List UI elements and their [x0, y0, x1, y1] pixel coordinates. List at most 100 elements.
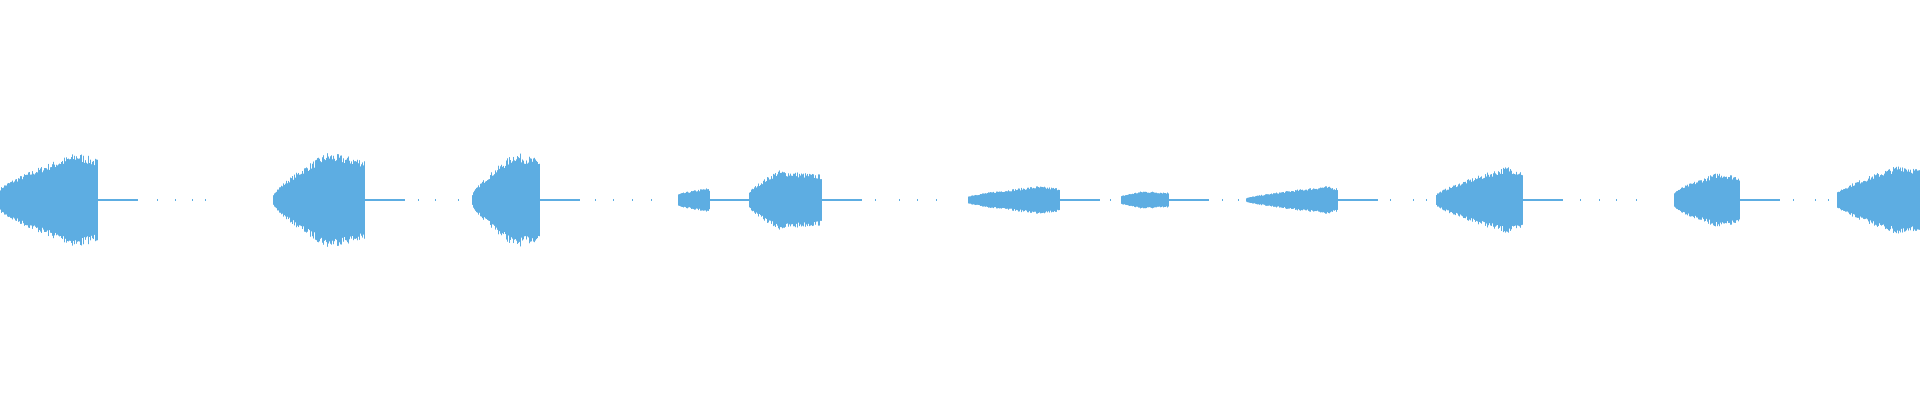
waveform-sample	[681, 193, 682, 207]
waveform-sample	[1675, 192, 1676, 208]
waveform-sample	[1677, 190, 1678, 210]
waveform-sample	[1486, 176, 1487, 224]
waveform-sample	[1731, 175, 1732, 225]
waveform-sample	[1290, 191, 1291, 209]
waveform-sample	[976, 195, 977, 205]
waveform-sample	[1857, 182, 1858, 218]
waveform-sample	[1884, 173, 1885, 227]
waveform-sample	[23, 176, 24, 224]
waveform-sample	[56, 164, 57, 236]
waveform-sample	[488, 179, 489, 221]
waveform-sample	[1449, 186, 1450, 214]
waveform-sample	[1313, 188, 1314, 212]
waveform-sample	[87, 163, 88, 237]
waveform-sample	[815, 175, 816, 225]
waveform-sample	[1161, 192, 1162, 208]
waveform-sample	[1491, 174, 1492, 226]
waveform-sample	[1293, 191, 1294, 209]
waveform-sample	[1131, 194, 1132, 206]
waveform-sample	[777, 174, 778, 226]
waveform-sample	[1263, 195, 1264, 205]
waveform-sample	[1720, 177, 1721, 223]
waveform-sample	[477, 187, 478, 213]
waveform-sample	[1318, 188, 1319, 212]
waveform-noise	[613, 199, 614, 201]
waveform-sample	[1504, 168, 1505, 232]
waveform-sample	[792, 175, 793, 225]
waveform-sample	[498, 165, 499, 235]
waveform-sample	[1845, 188, 1846, 212]
waveform-sample	[1137, 193, 1138, 207]
waveform-sample	[28, 172, 29, 228]
waveform-sample	[1255, 196, 1256, 204]
waveform-sample	[703, 189, 704, 211]
waveform-sample	[19, 178, 20, 222]
waveform-sample	[1492, 176, 1493, 224]
waveform-sample	[1314, 188, 1315, 212]
waveform-sample	[1517, 174, 1518, 226]
waveform-sample	[1890, 170, 1891, 230]
waveform-sample	[58, 164, 59, 236]
waveform-sample	[774, 174, 775, 226]
waveform-noise	[1815, 199, 1816, 201]
waveform-sample	[1256, 195, 1257, 205]
waveform-sample	[342, 162, 343, 238]
waveform-sample	[74, 155, 75, 245]
waveform-sample	[30, 174, 31, 226]
waveform-sample	[793, 173, 794, 227]
waveform-sample	[1867, 180, 1868, 220]
waveform-noise	[1599, 199, 1600, 201]
waveform-sample	[353, 159, 354, 241]
waveform-sample	[1893, 167, 1894, 233]
waveform-sample	[1334, 189, 1335, 211]
waveform-sample	[1473, 181, 1474, 219]
waveform-sample	[756, 187, 757, 213]
waveform-sample	[1864, 180, 1865, 220]
waveform-sample	[529, 156, 530, 244]
waveform-sample	[759, 186, 760, 214]
waveform-sample	[318, 157, 319, 243]
waveform-sample	[35, 173, 36, 227]
waveform-sample	[284, 184, 285, 216]
waveform-sample	[1029, 188, 1030, 212]
waveform-sample	[78, 158, 79, 242]
waveform-sample	[325, 160, 326, 240]
waveform-sample	[83, 155, 84, 245]
waveform-sample	[1460, 185, 1461, 215]
waveform-sample	[1684, 187, 1685, 213]
waveform-sample	[1002, 192, 1003, 208]
waveform-sample	[509, 157, 510, 243]
waveform-noise	[936, 199, 937, 201]
waveform-sample	[9, 183, 10, 217]
waveform-sample	[1841, 189, 1842, 211]
waveform-sample	[1027, 187, 1028, 213]
waveform-sample	[75, 159, 76, 241]
waveform-sample	[1914, 170, 1915, 230]
waveform-sample	[1050, 189, 1051, 211]
waveform-sample	[331, 155, 332, 245]
waveform-sample	[693, 190, 694, 210]
waveform-sample	[1452, 186, 1453, 214]
waveform-sample	[276, 191, 277, 209]
waveform-sample	[797, 172, 798, 228]
waveform-sample	[973, 195, 974, 205]
waveform-sample	[79, 158, 80, 242]
waveform-sample	[345, 159, 346, 241]
waveform-sample	[760, 184, 761, 216]
waveform-sample	[334, 158, 335, 242]
waveform-sample	[1005, 191, 1006, 209]
waveform-sample	[1885, 170, 1886, 230]
waveform-sample	[1510, 169, 1511, 231]
waveform-sample	[1299, 189, 1300, 211]
waveform-sample	[361, 164, 362, 236]
waveform-sample	[685, 192, 686, 208]
waveform-sample	[969, 196, 970, 204]
waveform-sample	[1699, 180, 1700, 220]
waveform-sample	[749, 192, 750, 208]
waveform-sample	[708, 189, 709, 211]
waveform-sample	[343, 158, 344, 242]
waveform-sample	[1280, 192, 1281, 208]
waveform-sample	[788, 173, 789, 227]
waveform-sample	[1477, 178, 1478, 222]
waveform-sample	[814, 177, 815, 223]
